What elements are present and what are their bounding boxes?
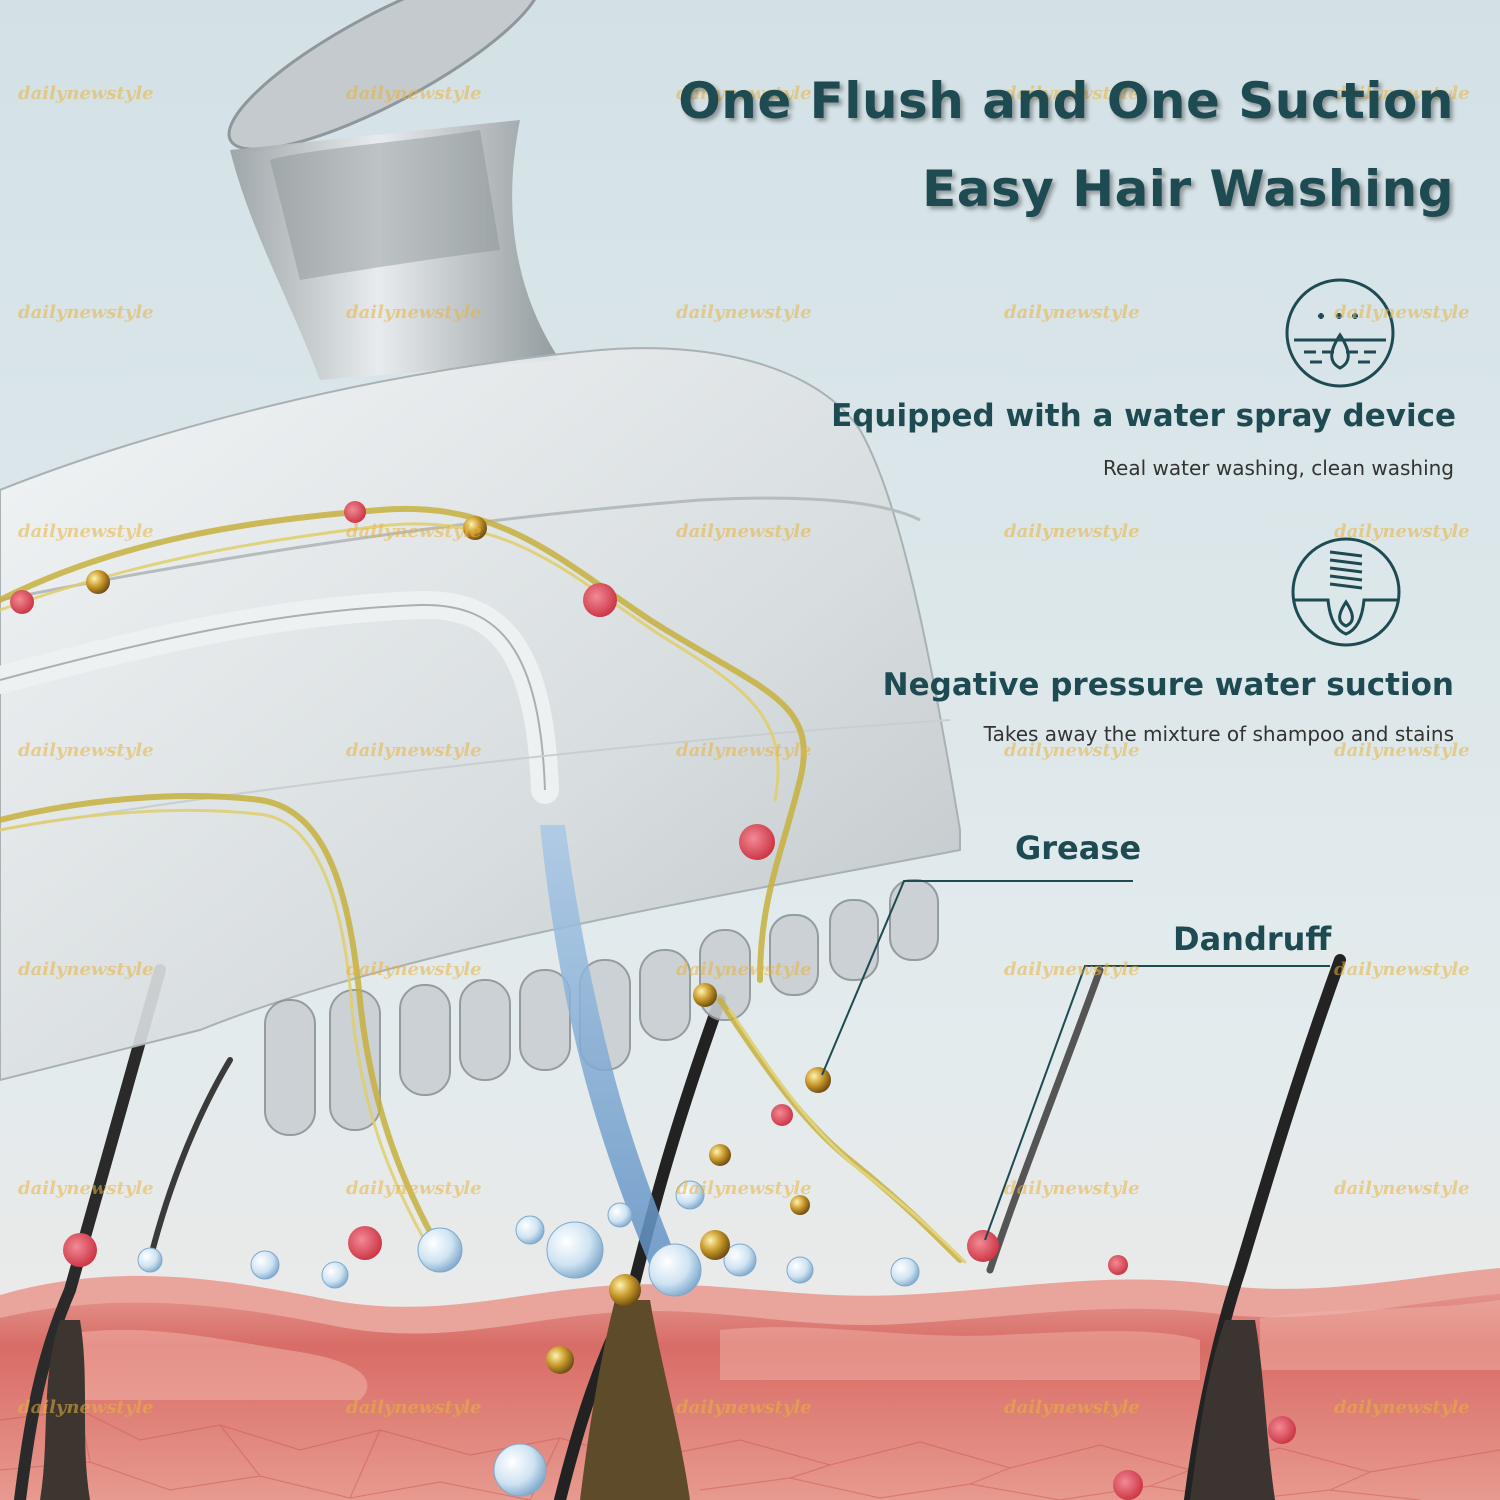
watermark: dailynewstyle: [1004, 1397, 1140, 1418]
watermark: dailynewstyle: [1004, 1178, 1140, 1199]
watermark: dailynewstyle: [346, 1178, 482, 1199]
suction-spring-icon: [1291, 537, 1401, 647]
watermark: dailynewstyle: [346, 302, 482, 323]
headline-line-1: One Flush and One Suction: [678, 72, 1454, 130]
watermark: dailynewstyle: [346, 959, 482, 980]
watermark: dailynewstyle: [18, 740, 154, 761]
watermark: dailynewstyle: [1004, 740, 1140, 761]
watermark: dailynewstyle: [1334, 83, 1470, 104]
watermark: dailynewstyle: [1004, 83, 1140, 104]
watermark: dailynewstyle: [1334, 959, 1470, 980]
watermark: dailynewstyle: [1004, 521, 1140, 542]
watermark: dailynewstyle: [676, 1178, 812, 1199]
feature-suction-subtitle: Takes away the mixture of shampoo and st…: [983, 722, 1454, 746]
brush-handle: [227, 0, 560, 380]
dandruff-particles: [10, 501, 1296, 1500]
watermark: dailynewstyle: [676, 959, 812, 980]
watermark: dailynewstyle: [1004, 959, 1140, 980]
watermark: dailynewstyle: [676, 302, 812, 323]
watermark: dailynewstyle: [676, 521, 812, 542]
skin-layer: [0, 1268, 1500, 1500]
watermark: dailynewstyle: [346, 83, 482, 104]
grease-particles: [86, 516, 831, 1374]
feature-water-spray-title: Equipped with a water spray device: [831, 398, 1456, 434]
watermark: dailynewstyle: [346, 1397, 482, 1418]
watermark: dailynewstyle: [676, 83, 812, 104]
watermark: dailynewstyle: [1334, 740, 1470, 761]
water-bubbles: [137, 1180, 920, 1497]
watermark: dailynewstyle: [676, 740, 812, 761]
watermark: dailynewstyle: [18, 521, 154, 542]
callout-dandruff: Dandruff: [1173, 920, 1332, 958]
watermark: dailynewstyle: [1334, 1178, 1470, 1199]
watermark: dailynewstyle: [1334, 302, 1470, 323]
watermark: dailynewstyle: [676, 1397, 812, 1418]
watermark: dailynewstyle: [346, 740, 482, 761]
watermark: dailynewstyle: [346, 521, 482, 542]
feature-suction-title: Negative pressure water suction: [882, 667, 1454, 703]
water-jet: [540, 825, 690, 1290]
watermark: dailynewstyle: [18, 1397, 154, 1418]
watermark: dailynewstyle: [18, 959, 154, 980]
headline-line-2: Easy Hair Washing: [922, 160, 1454, 218]
brush-body: [0, 347, 961, 1082]
watermark: dailynewstyle: [1334, 1397, 1470, 1418]
water-spray-icon: [1285, 278, 1395, 388]
watermark: dailynewstyle: [1004, 302, 1140, 323]
callout-lines: [821, 880, 1330, 1241]
feature-water-spray-subtitle: Real water washing, clean washing: [1103, 456, 1454, 480]
grease-streams: [0, 505, 967, 1264]
watermark: dailynewstyle: [18, 83, 154, 104]
watermark: dailynewstyle: [18, 1178, 154, 1199]
callout-grease: Grease: [1015, 829, 1142, 867]
watermark: dailynewstyle: [1334, 521, 1470, 542]
watermark: dailynewstyle: [18, 302, 154, 323]
